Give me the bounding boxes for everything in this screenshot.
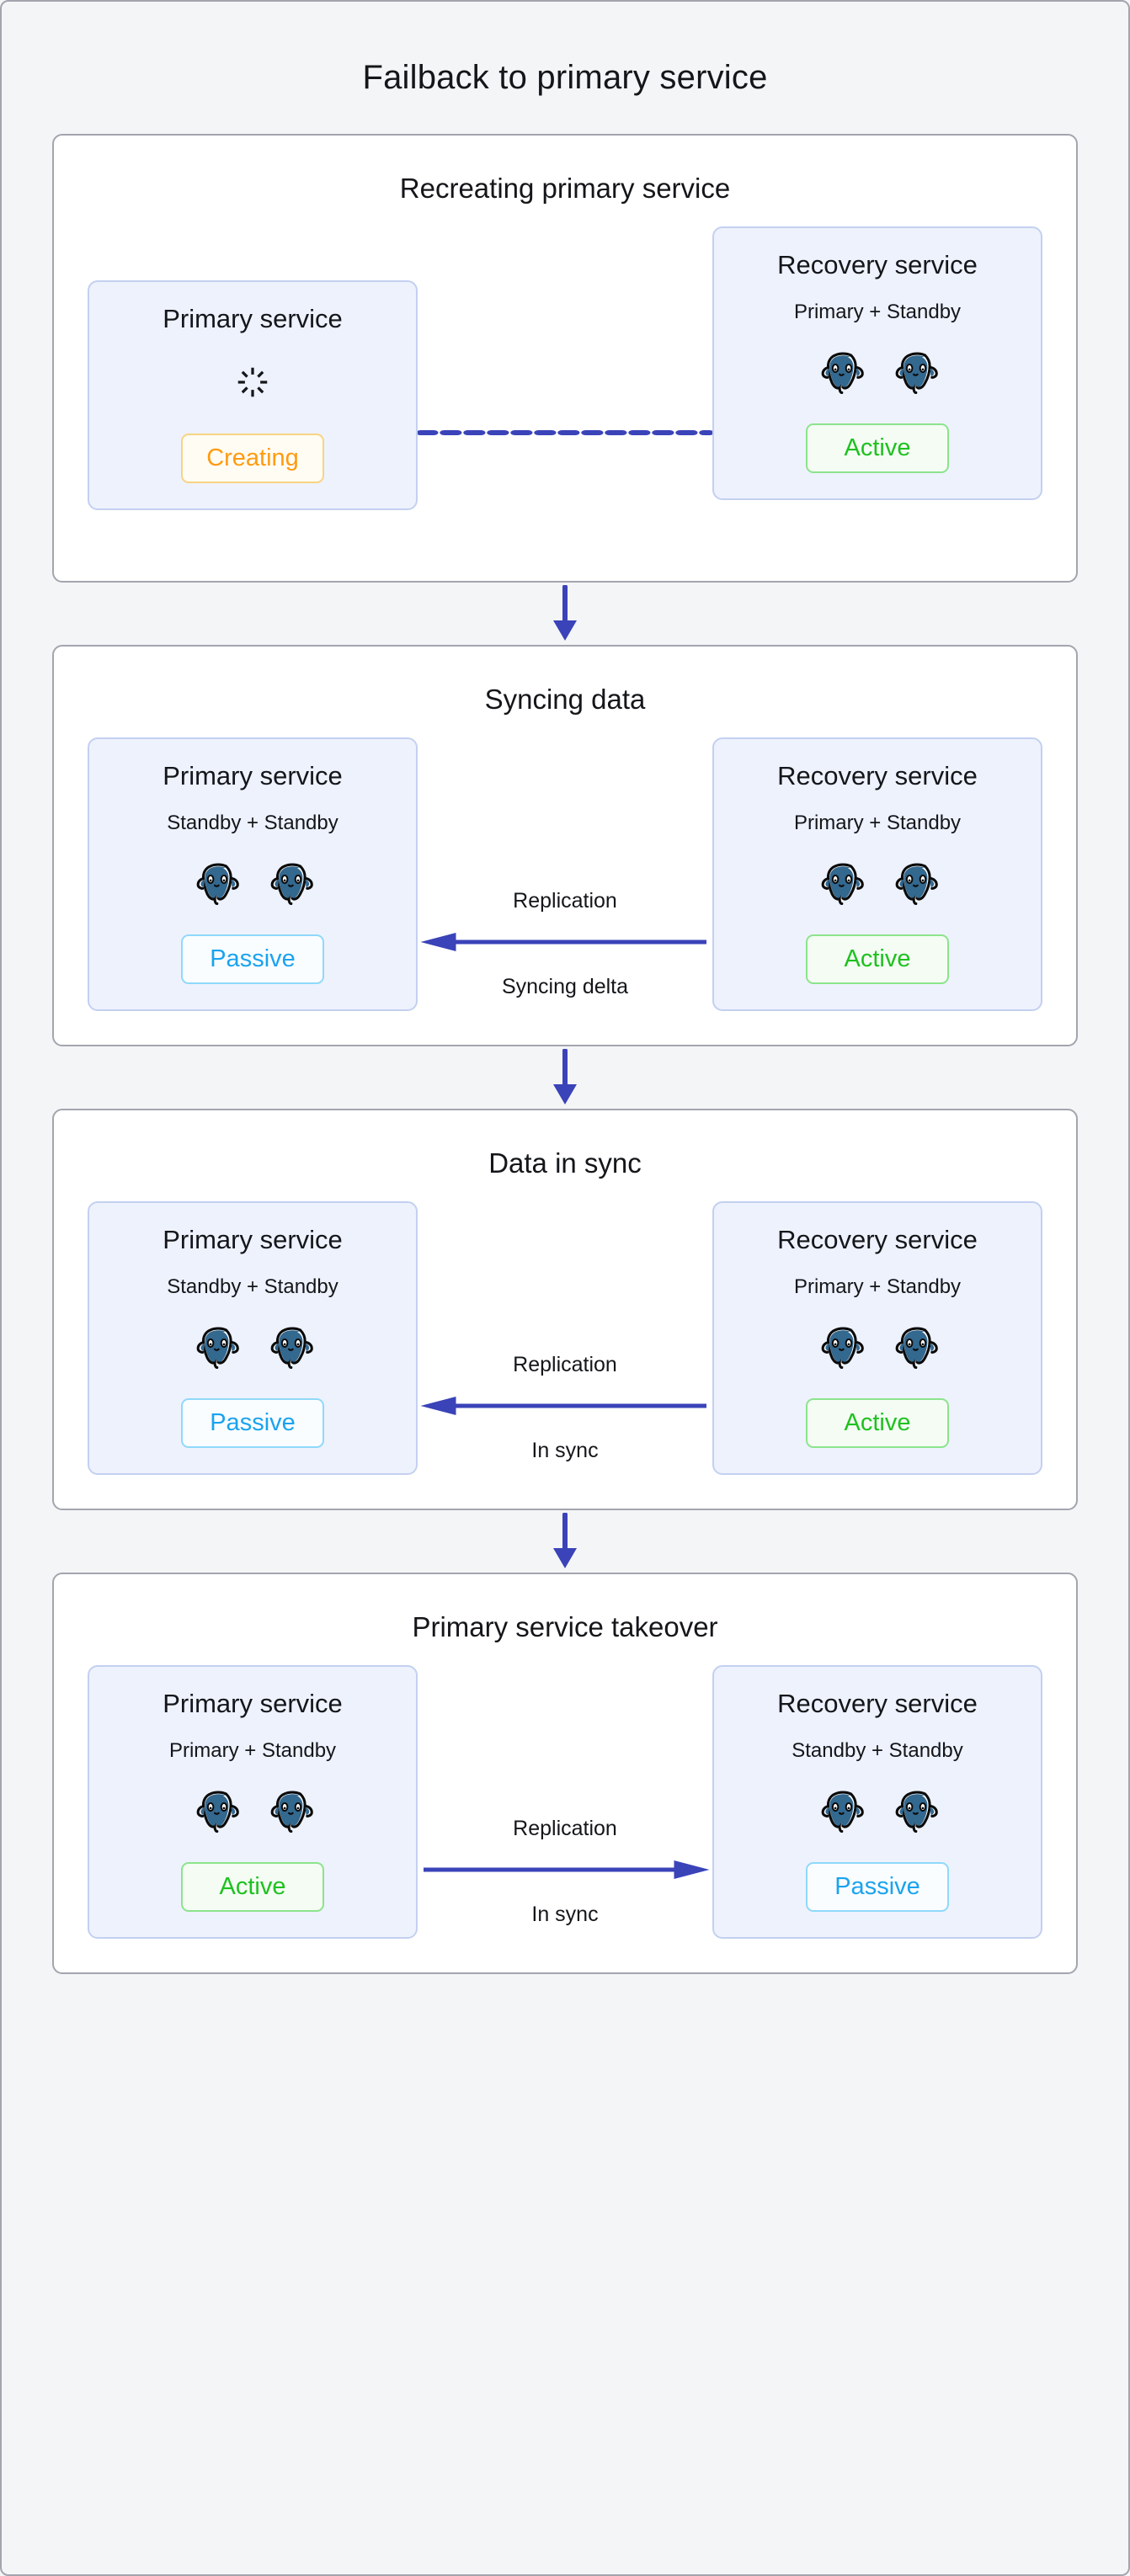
service-roles: Standby + Standby — [167, 1275, 338, 1298]
service-name: Recovery service — [777, 761, 978, 790]
stage-body: Primary service Standby + Standby — [88, 737, 1042, 1011]
status-badge: Active — [806, 934, 949, 984]
stage-title: Recreating primary service — [399, 173, 731, 204]
status-badge: Passive — [181, 934, 324, 984]
link-label-top: Replication — [513, 1817, 617, 1840]
service-card-left[interactable]: Primary service Primary + Standby — [88, 1665, 418, 1939]
service-card-right[interactable]: Recovery service Standby + Standby — [712, 1665, 1042, 1939]
service-roles: Primary + Standby — [793, 812, 962, 834]
status-badge: Active — [806, 1398, 949, 1448]
stage-list: Recreating primary service Primary servi… — [52, 134, 1078, 1974]
service-roles: Standby + Standby — [167, 812, 338, 834]
service-link — [418, 928, 712, 956]
service-roles: Primary + Standby — [168, 1739, 337, 1762]
down-arrow-icon — [553, 585, 577, 641]
loading-spinner-icon — [237, 367, 268, 397]
stage-connector: Replication In sync — [418, 1665, 712, 1939]
page-title: Failback to primary service — [362, 59, 768, 96]
postgresql-elephant-icon — [821, 1327, 864, 1370]
node-group — [191, 1786, 314, 1835]
link-label-top: Replication — [513, 1353, 617, 1376]
postgresql-elephant-icon — [821, 863, 864, 906]
service-link — [418, 427, 712, 439]
stage-body: Primary service Standby + Standby — [88, 1201, 1042, 1475]
node-group — [816, 1323, 939, 1371]
service-name: Primary service — [163, 761, 343, 790]
replication-arrow-right-icon — [424, 1860, 710, 1879]
service-roles: Primary + Standby — [793, 301, 962, 323]
service-card-right[interactable]: Recovery service Primary + Standby — [712, 226, 1042, 500]
node-group — [816, 348, 939, 397]
service-link — [418, 1855, 712, 1884]
service-card-left[interactable]: Primary service Creating — [88, 280, 418, 510]
postgresql-elephant-icon — [270, 1327, 313, 1370]
service-link — [418, 1392, 712, 1420]
status-badge: Passive — [181, 1398, 324, 1448]
postgresql-elephant-icon — [895, 863, 938, 906]
postgresql-elephant-icon — [895, 352, 938, 395]
service-card-right[interactable]: Recovery service Primary + Standby — [712, 1201, 1042, 1475]
stage-body: Primary service Primary + Standby — [88, 1665, 1042, 1939]
stage-body: Primary service Creating Recovery servic… — [88, 226, 1042, 547]
postgresql-elephant-icon — [895, 1327, 938, 1370]
stage-panel-1: Recreating primary service Primary servi… — [52, 134, 1078, 583]
status-badge: Active — [806, 423, 949, 473]
stage-title: Syncing data — [484, 684, 646, 715]
down-arrow-icon — [553, 1513, 577, 1568]
stage-panel-3: Data in sync Primary service Standby + S… — [52, 1109, 1078, 1510]
replication-arrow-left-icon — [420, 933, 706, 951]
postgresql-elephant-icon — [821, 1791, 864, 1834]
stage-connector: Replication In sync — [418, 1201, 712, 1475]
service-roles: Standby + Standby — [792, 1739, 963, 1762]
postgresql-elephant-icon — [270, 1791, 313, 1834]
postgresql-elephant-icon — [196, 1327, 239, 1370]
service-roles: Primary + Standby — [793, 1275, 962, 1298]
stage-title: Primary service takeover — [412, 1611, 718, 1642]
node-group — [816, 1786, 939, 1835]
service-name: Recovery service — [777, 1225, 978, 1254]
service-name: Primary service — [163, 1225, 343, 1254]
stage-title: Data in sync — [488, 1147, 642, 1179]
postgresql-elephant-icon — [821, 352, 864, 395]
service-name: Primary service — [163, 1689, 343, 1718]
service-card-left[interactable]: Primary service Standby + Standby — [88, 1201, 418, 1475]
stage-panel-4: Primary service takeover Primary service… — [52, 1573, 1078, 1974]
down-arrow-icon — [553, 1049, 577, 1104]
link-label-bottom: In sync — [531, 1439, 599, 1462]
link-label-bottom: In sync — [531, 1903, 599, 1926]
node-group — [191, 1323, 314, 1371]
pending-link-dashed-icon — [418, 430, 712, 435]
postgresql-elephant-icon — [196, 1791, 239, 1834]
service-card-right[interactable]: Recovery service Primary + Standby — [712, 737, 1042, 1011]
stage-panel-2: Syncing data Primary service Standby + S… — [52, 645, 1078, 1046]
stage-connector — [418, 226, 712, 547]
service-card-left[interactable]: Primary service Standby + Standby — [88, 737, 418, 1011]
service-name: Primary service — [163, 304, 343, 333]
status-badge: Active — [181, 1862, 324, 1912]
postgresql-elephant-icon — [895, 1791, 938, 1834]
node-group — [191, 859, 314, 907]
link-label-bottom: Syncing delta — [501, 975, 629, 998]
postgresql-elephant-icon — [196, 863, 239, 906]
status-badge: Passive — [806, 1862, 949, 1912]
link-label-top: Replication — [513, 889, 617, 913]
stage-flow-arrow — [52, 583, 1078, 645]
service-name: Recovery service — [777, 250, 978, 279]
service-name: Recovery service — [777, 1689, 978, 1718]
creating-spinner — [233, 358, 272, 407]
stage-connector: Replication Syncing delta — [418, 737, 712, 1011]
node-group — [816, 859, 939, 907]
replication-arrow-left-icon — [420, 1397, 706, 1415]
stage-flow-arrow — [52, 1046, 1078, 1109]
stage-flow-arrow — [52, 1510, 1078, 1573]
status-badge: Creating — [181, 434, 324, 483]
postgresql-elephant-icon — [270, 863, 313, 906]
